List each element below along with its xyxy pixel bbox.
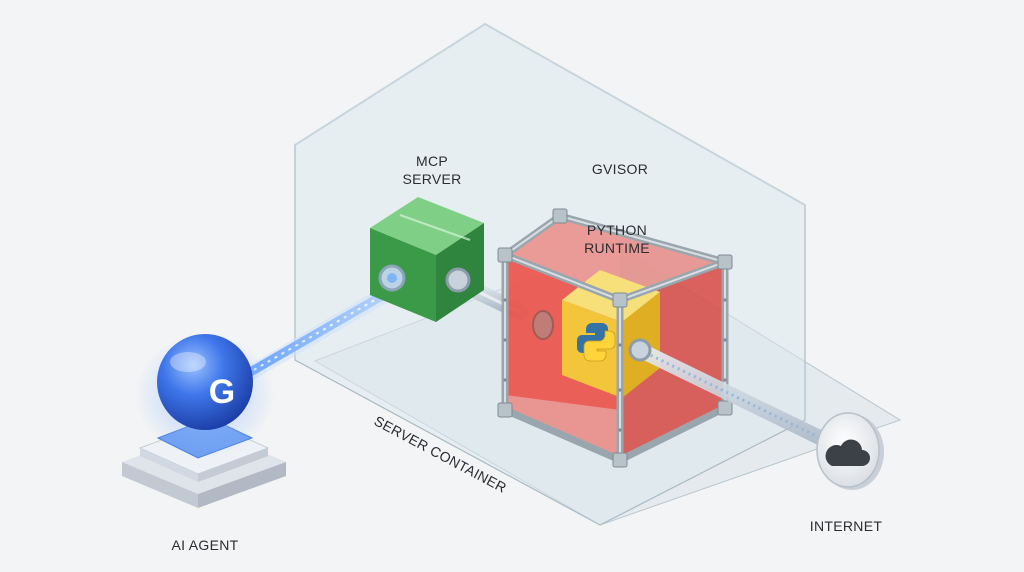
gvisor-label: GVISOR <box>592 161 648 177</box>
gvisor-to-internet-pipe <box>628 338 843 453</box>
ai-agent-node: G <box>122 333 286 508</box>
g-letter-orb-icon: G <box>209 373 235 411</box>
internet-node <box>816 412 884 490</box>
python-runtime-label-line2: RUNTIME <box>584 240 650 256</box>
python-runtime-label-line1: PYTHON <box>587 222 647 238</box>
gvisor-cube <box>497 208 733 468</box>
internet-label: INTERNET <box>810 518 883 534</box>
mcp-server-label-line2: SERVER <box>402 171 461 187</box>
cloud-icon <box>825 439 870 466</box>
agent-to-mcp-link <box>235 283 397 385</box>
ai-agent-label: AI AGENT <box>172 537 239 553</box>
python-logo-icon <box>577 323 616 362</box>
mcp-server-label-line1: MCP <box>416 153 448 169</box>
mcp-server-cube <box>370 197 484 322</box>
